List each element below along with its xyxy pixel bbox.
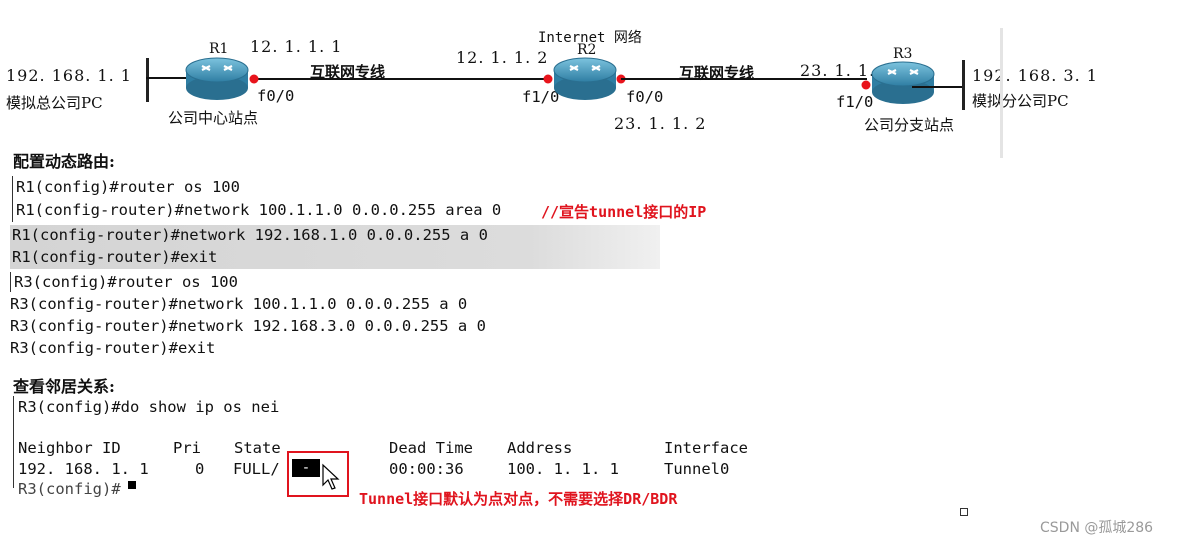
terminal-cursor-icon (128, 481, 136, 489)
r1-config-comment: //宣告tunnel接口的IP (541, 203, 707, 221)
point-to-point-note: Tunnel接口默认为点对点，不需要选择DR/BDR (359, 490, 678, 508)
r1-block-border (12, 176, 13, 222)
config-line: R1(config-router)#network 192.168.1.0 0.… (12, 226, 488, 244)
cell-role-dash: - (292, 459, 320, 477)
neighbor-heading: 查看邻居关系: (13, 377, 115, 396)
r3-block-border (10, 272, 11, 292)
config-line: R1(config)#router os 100 (16, 178, 240, 196)
hq-pc-label: 模拟总公司PC (6, 94, 103, 112)
config-line: R1(config-router)#exit (12, 248, 218, 266)
cell-address: 100. 1. 1. 1 (507, 460, 619, 478)
r1-name: R1 (209, 41, 229, 57)
col-header-dead-time: Dead Time (389, 439, 473, 457)
dr-role-highlight-box (287, 451, 349, 497)
link2-line (621, 78, 867, 80)
r3-port-dot (861, 80, 871, 90)
branch-pc-connector (962, 60, 965, 110)
r2-left-ip: 12. 1. 1. 2 (456, 48, 549, 67)
small-square-icon (960, 508, 968, 516)
show-command: R3(config)#do show ip os nei (18, 398, 280, 416)
r2-name: R2 (577, 42, 597, 58)
hq-pc-connector (146, 58, 149, 102)
r2-right-ip: 23. 1. 1. 2 (614, 114, 707, 133)
neighbor-block-border (13, 396, 14, 488)
config-line: R1(config-router)#network 100.1.1.0 0.0.… (16, 201, 502, 219)
r3-name: R3 (893, 46, 913, 62)
col-header-address: Address (507, 439, 573, 457)
r3-wan-ip: 23. 1. 1. 3 (800, 61, 893, 80)
r2-router-icon (552, 56, 618, 106)
cell-state: FULL/ (233, 460, 280, 478)
link1-label: 互联网专线 (310, 63, 386, 81)
config-line: R3(config-router)#network 192.168.3.0 0.… (10, 317, 486, 335)
cell-neighbor-id: 192. 168. 1. 1 (18, 460, 149, 478)
branch-pc-link (912, 86, 964, 88)
r3-site-label: 公司分支站点 (864, 116, 955, 134)
r3-interface-label: f1/0 (836, 93, 874, 111)
col-header-pri: Pri (173, 439, 201, 457)
highlighted-lines-bg (10, 225, 660, 269)
r3-router-icon (870, 60, 936, 110)
branch-pc-ip: 192. 168. 3. 1 (972, 66, 1098, 85)
branch-pc-label: 模拟分公司PC (972, 92, 1069, 110)
config-line: R3(config-router)#network 100.1.1.0 0.0.… (10, 295, 468, 313)
r1-router-icon (184, 56, 250, 106)
hq-pc-ip: 192. 168. 1. 1 (6, 66, 132, 85)
r1-port-dot (249, 74, 259, 84)
partial-prompt: R3(config)# (18, 480, 121, 498)
r2-left-interface: f1/0 (522, 88, 560, 106)
col-header-neighbor-id: Neighbor ID (18, 439, 121, 457)
cell-pri: 0 (195, 460, 205, 478)
cell-dead-time: 00:00:36 (389, 460, 464, 478)
watermark: CSDN @孤城286 (1040, 520, 1154, 536)
r1-interface-label: f0/0 (257, 87, 295, 105)
mouse-cursor-icon (322, 463, 340, 490)
cell-interface: Tunnel0 (664, 460, 730, 478)
link2-label: 互联网专线 (679, 64, 755, 82)
config-line: R3(config-router)#exit (10, 339, 216, 357)
r2-port-dot-left (543, 74, 553, 84)
r1-wan-ip: 12. 1. 1. 1 (250, 37, 343, 56)
internet-label: Internet 网络 (538, 30, 642, 46)
col-header-interface: Interface (664, 439, 748, 457)
config-heading: 配置动态路由: (13, 152, 115, 171)
col-header-state: State (234, 439, 281, 457)
config-line: R3(config)#router os 100 (14, 273, 238, 291)
screenshot-edge-divider (1000, 28, 1003, 158)
r2-right-interface: f0/0 (626, 88, 664, 106)
hq-pc-link (146, 77, 186, 79)
r1-site-label: 公司中心站点 (168, 109, 259, 127)
link1-line (253, 78, 549, 80)
